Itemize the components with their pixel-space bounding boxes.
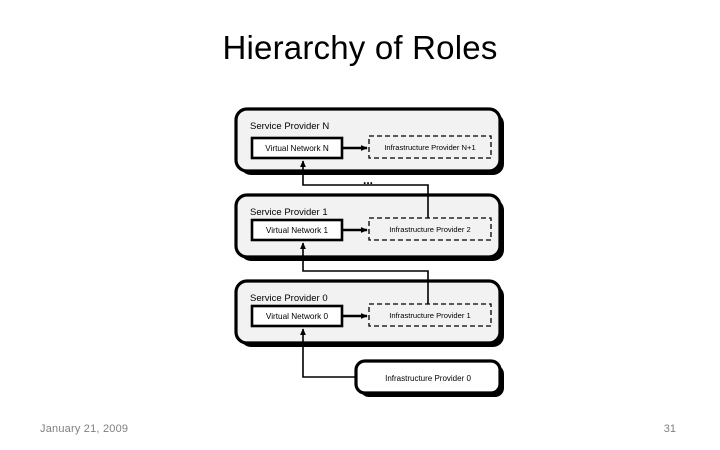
infrastructure-provider-2-label: Infrastructure Provider 2: [389, 225, 470, 234]
connector-ip0-to-vn-0: [300, 328, 356, 378]
service-provider-n-label: Service Provider N: [250, 121, 329, 132]
service-provider-1-box[interactable]: [234, 193, 502, 259]
ellipsis-label: ...: [363, 173, 373, 187]
virtual-network-0-label: Virtual Network 0: [266, 312, 329, 321]
footer-page-number: 31: [663, 423, 676, 435]
infrastructure-provider-2-box[interactable]: [368, 217, 492, 241]
infrastructure-provider-1-box[interactable]: [368, 303, 492, 327]
layer-group-0: Service Provider 0 Virtual Network 0 Inf…: [234, 279, 504, 347]
layer-group-1: Service Provider 1 Virtual Network 1 Inf…: [234, 193, 504, 261]
infrastructure-provider-n1-box[interactable]: [368, 135, 492, 159]
footer-date: January 21, 2009: [40, 423, 129, 435]
connector-ip2-to-vn-n: [300, 160, 429, 218]
infrastructure-provider-n1-label: Infrastructure Provider N+1: [384, 143, 475, 152]
layer-group-n: Service Provider N Virtual Network N Inf…: [234, 107, 504, 175]
base-node-group: Infrastructure Provider 0: [354, 359, 504, 397]
virtual-network-1-label: Virtual Network 1: [266, 226, 329, 235]
service-provider-0-label: Service Provider 0: [250, 293, 328, 304]
virtual-network-n-label: Virtual Network N: [265, 144, 329, 153]
infrastructure-provider-0-label: Infrastructure Provider 0: [385, 374, 471, 383]
service-provider-0-box[interactable]: [234, 279, 502, 345]
connector-ip1-to-vn-1: [300, 242, 429, 304]
page-title: Hierarchy of Roles: [222, 29, 498, 66]
service-provider-1-label: Service Provider 1: [250, 207, 328, 218]
infrastructure-provider-1-label: Infrastructure Provider 1: [389, 311, 470, 320]
